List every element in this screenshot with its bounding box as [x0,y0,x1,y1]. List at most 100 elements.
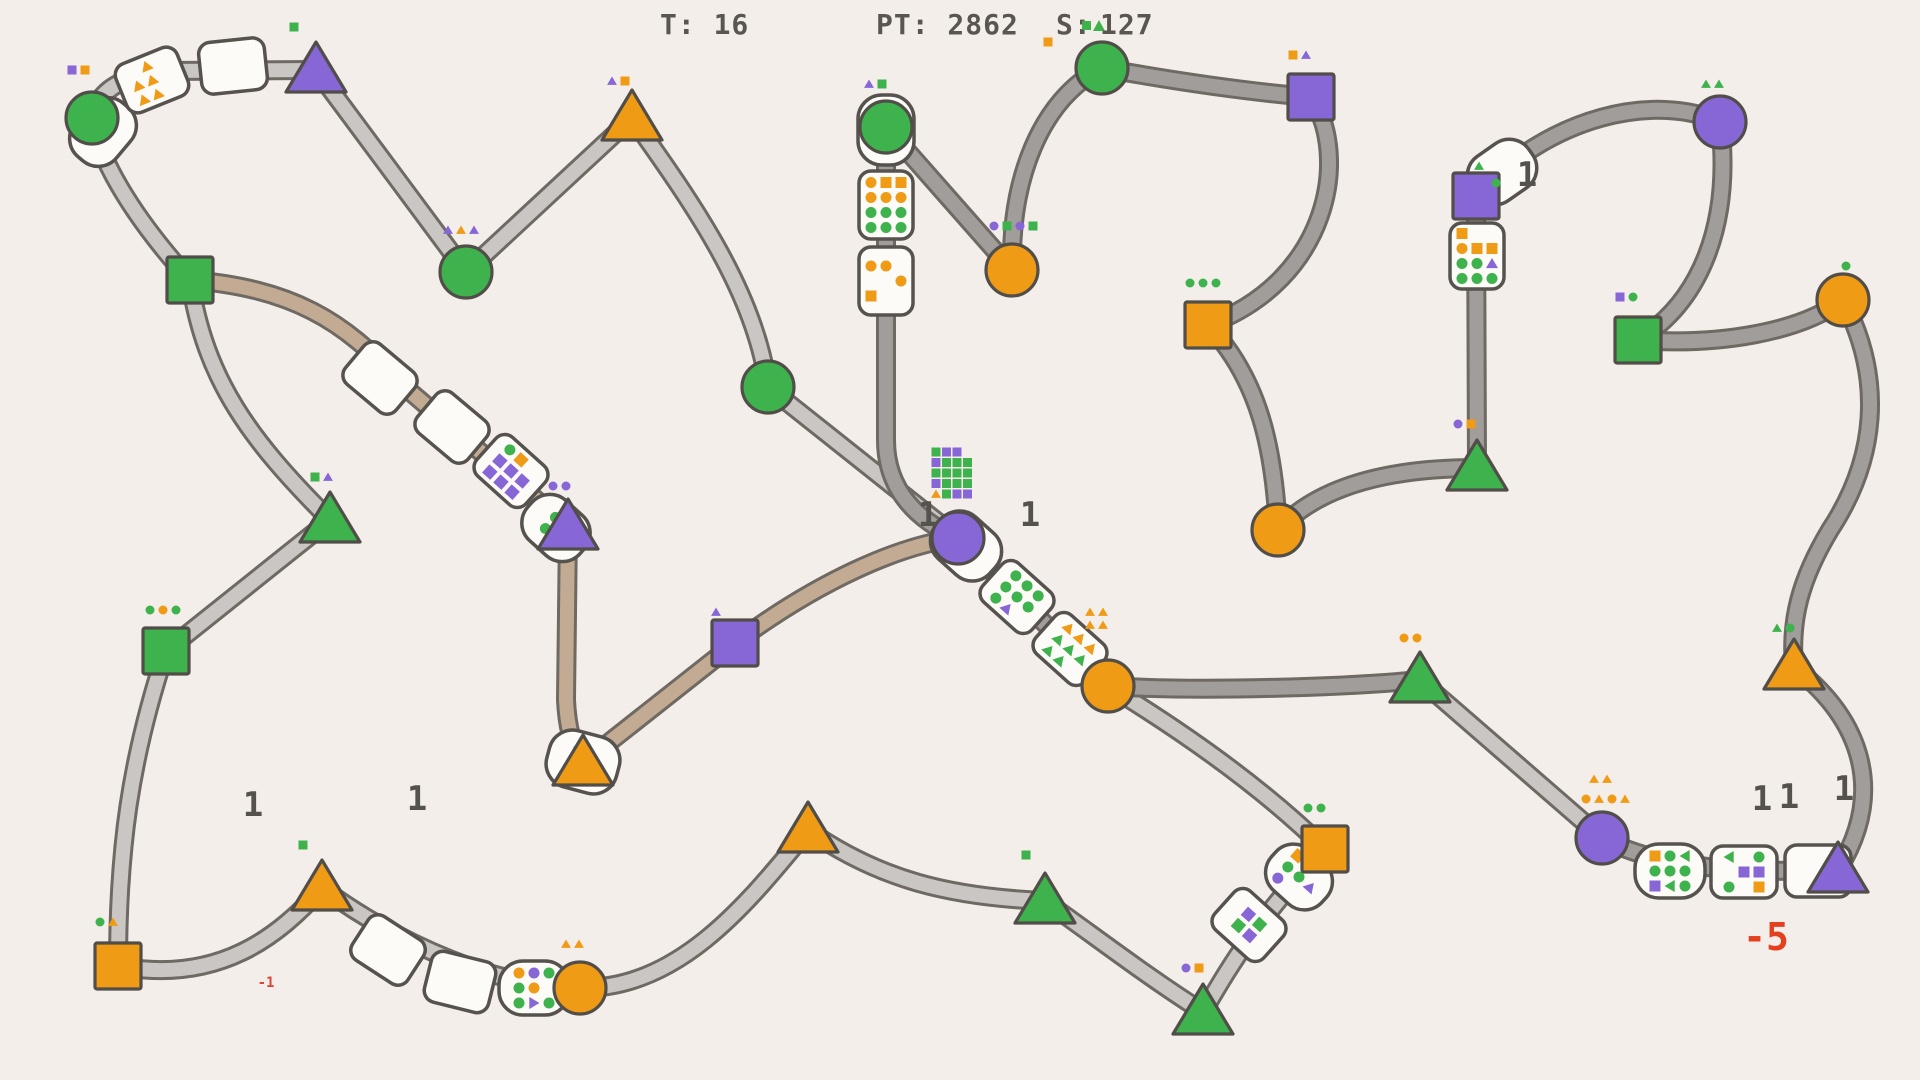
station-purple-circle[interactable] [1692,94,1748,150]
train-cart[interactable] [422,949,499,1015]
waiting-cargo [1772,623,1795,633]
track-light [625,111,775,394]
station-green-triangle[interactable] [1013,871,1077,925]
station-green-circle[interactable] [64,90,120,146]
waiting-cargo [298,840,308,850]
station-green-triangle[interactable] [1171,982,1235,1036]
waiting-cargo [95,917,118,927]
station-purple-circle[interactable] [1574,810,1630,866]
waiting-cargo [607,76,630,86]
track-light [111,644,173,973]
station-orange-circle[interactable] [1080,658,1136,714]
track-light [183,273,337,527]
station-purple-square[interactable] [1451,171,1501,221]
station-green-circle[interactable] [438,244,494,300]
station-orange-triangle[interactable] [1762,637,1826,691]
station-green-square[interactable] [1613,315,1663,365]
station-orange-triangle[interactable] [290,858,354,912]
track-light [1101,679,1332,856]
train-cart[interactable] [857,245,915,317]
waiting-cargo-layer [67,22,1851,973]
waiting-cargo [67,65,90,75]
station-green-circle[interactable] [740,359,796,415]
station-orange-triangle[interactable] [600,88,664,142]
waiting-cargo [864,79,887,89]
station-green-circle[interactable] [1074,40,1130,96]
stations-layer [64,40,1871,1036]
track-light [1413,673,1609,845]
score-gain-square-icon [1082,21,1091,30]
waiting-cargo [1581,794,1630,804]
track-outline [570,820,818,999]
waiting-cargo [1701,79,1724,88]
train-cart[interactable] [196,36,270,96]
waiting-cargo [1043,37,1053,47]
station-orange-triangle[interactable] [776,800,840,854]
train-cart[interactable] [857,169,915,241]
station-purple-triangle[interactable] [536,497,600,551]
train-cart[interactable] [338,337,422,419]
waiting-cargo [1185,278,1221,288]
station-orange-circle[interactable] [1815,272,1871,328]
map-label: 1 [918,495,938,535]
hud-score-value: 127 [1100,8,1154,41]
waiting-cargo [289,22,299,32]
station-purple-circle[interactable] [930,510,986,566]
station-purple-triangle[interactable] [1806,840,1870,894]
map-label: 1 [1834,769,1854,809]
map-label: -5 [1743,915,1789,959]
train-cart[interactable] [346,910,430,990]
station-orange-circle[interactable] [552,960,608,1016]
station-green-triangle[interactable] [1445,438,1509,492]
waiting-cargo [1841,261,1851,271]
waiting-cargo [1399,633,1422,643]
waiting-cargo [1181,963,1204,973]
train-cart[interactable] [1448,221,1506,291]
train-cart[interactable] [975,556,1059,639]
track-light [573,823,815,996]
station-orange-square[interactable] [1183,300,1233,350]
waiting-cargo [443,225,479,234]
waiting-cargo [1085,607,1108,629]
track-dark [1201,90,1336,332]
map-label: 1 [1517,155,1537,195]
train-cart[interactable] [112,44,193,117]
map-label: 1 [1020,495,1040,535]
waiting-cargo [1303,803,1326,813]
station-green-triangle[interactable] [298,490,362,544]
train-engine[interactable] [1633,842,1707,900]
station-purple-triangle[interactable] [284,40,348,94]
station-orange-circle[interactable] [1250,502,1306,558]
station-green-square[interactable] [165,255,215,305]
train-cart[interactable] [1709,844,1779,900]
waiting-cargo [1021,850,1031,860]
station-purple-square[interactable] [710,618,760,668]
map-label: 1 [1752,779,1772,819]
track-light [309,63,473,279]
station-green-triangle[interactable] [1388,650,1452,704]
train-cart[interactable] [1207,884,1291,967]
hud-time: T: 16 [660,8,750,41]
waiting-cargo [145,605,181,615]
map-label: 1 [407,779,427,819]
train-cart[interactable] [410,386,494,468]
waiting-cargo [711,607,721,616]
station-purple-square[interactable] [1286,72,1336,122]
station-orange-triangle[interactable] [551,733,615,787]
track-dark [1631,115,1730,347]
track-dark [1786,293,1878,674]
station-orange-square[interactable] [93,941,143,991]
waiting-cargo [1491,178,1501,188]
map-label: 1 [243,785,263,825]
waiting-cargo [989,221,1038,231]
station-green-circle[interactable] [858,99,914,155]
station-green-square[interactable] [141,626,191,676]
station-orange-square[interactable] [1300,824,1350,874]
waiting-cargo [310,472,333,482]
waiting-cargo [548,481,571,491]
station-orange-circle[interactable] [984,242,1040,298]
train-cart[interactable] [469,430,553,513]
